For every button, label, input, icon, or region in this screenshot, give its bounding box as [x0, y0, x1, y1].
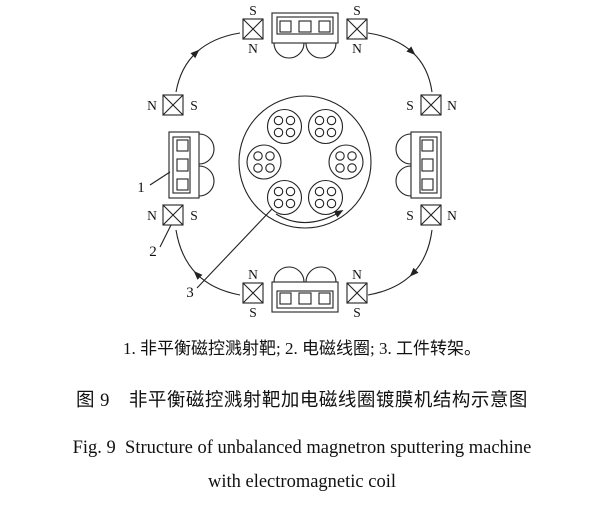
workpiece-holder	[307, 179, 344, 216]
field-line-arrow-top-right	[367, 32, 433, 93]
pole-label: N	[447, 208, 457, 223]
structure-diagram: S N S N N S N S S N S N N S N S 1 2 3	[137, 3, 457, 320]
figure-caption-en-line2: with electromagnetic coil	[207, 472, 396, 492]
pole-label: S	[190, 208, 198, 223]
electromagnetic-coil-right-upper	[420, 94, 442, 116]
pole-label: N	[248, 267, 258, 282]
pole-label: S	[190, 98, 198, 113]
rotation-arrow	[275, 210, 344, 224]
pole-label: S	[249, 305, 257, 320]
figure-caption-en-line1: Fig. 9 Structure of unbalanced magnetron…	[72, 438, 532, 458]
field-line-arrow-bottom-left	[175, 229, 241, 296]
electromagnetic-coil-bottom-right	[346, 282, 368, 304]
workpiece-holder	[266, 108, 303, 145]
figure-legend: 1. 非平衡磁控溅射靶; 2. 电磁线圈; 3. 工件转架。	[123, 339, 481, 358]
workpiece-holder	[307, 108, 344, 145]
part-number-rack: 3	[186, 285, 194, 301]
magnetron-target-top	[271, 12, 339, 59]
field-line-arrow-bottom-right	[367, 229, 433, 296]
label-leader-2	[159, 224, 172, 248]
pole-label: S	[353, 3, 361, 18]
pole-label: S	[353, 305, 361, 320]
pole-label: N	[352, 267, 362, 282]
electromagnetic-coil-bottom-left	[242, 282, 264, 304]
electromagnetic-coil-right-lower	[420, 204, 442, 226]
pole-label: S	[406, 98, 414, 113]
workpiece-holder	[266, 179, 303, 216]
magnetron-target-right	[395, 131, 442, 199]
electromagnetic-coil-top-right	[346, 18, 368, 40]
workpiece-holder	[328, 144, 364, 180]
workpiece-holder	[246, 144, 282, 180]
electromagnetic-coil-left-upper	[162, 94, 184, 116]
label-leader-1	[149, 171, 171, 186]
part-number-coil: 2	[149, 244, 157, 260]
electromagnetic-coil-left-lower	[162, 204, 184, 226]
pole-label: N	[352, 41, 362, 56]
label-leader-3	[196, 208, 273, 289]
part-number-target: 1	[137, 180, 145, 196]
pole-label: S	[249, 3, 257, 18]
pole-label: N	[147, 208, 157, 223]
workpiece-rack-circle	[238, 95, 372, 229]
figure-caption-zh: 图 9 非平衡磁控溅射靶加电磁线圈镀膜机结构示意图	[76, 391, 528, 411]
field-line-arrow-top-left	[175, 32, 241, 93]
magnetron-target-left	[168, 131, 215, 199]
pole-label: N	[447, 98, 457, 113]
pole-label: N	[147, 98, 157, 113]
pole-label: S	[406, 208, 414, 223]
magnetron-target-bottom	[271, 266, 339, 313]
electromagnetic-coil-top-left	[242, 18, 264, 40]
pole-label: N	[248, 41, 258, 56]
